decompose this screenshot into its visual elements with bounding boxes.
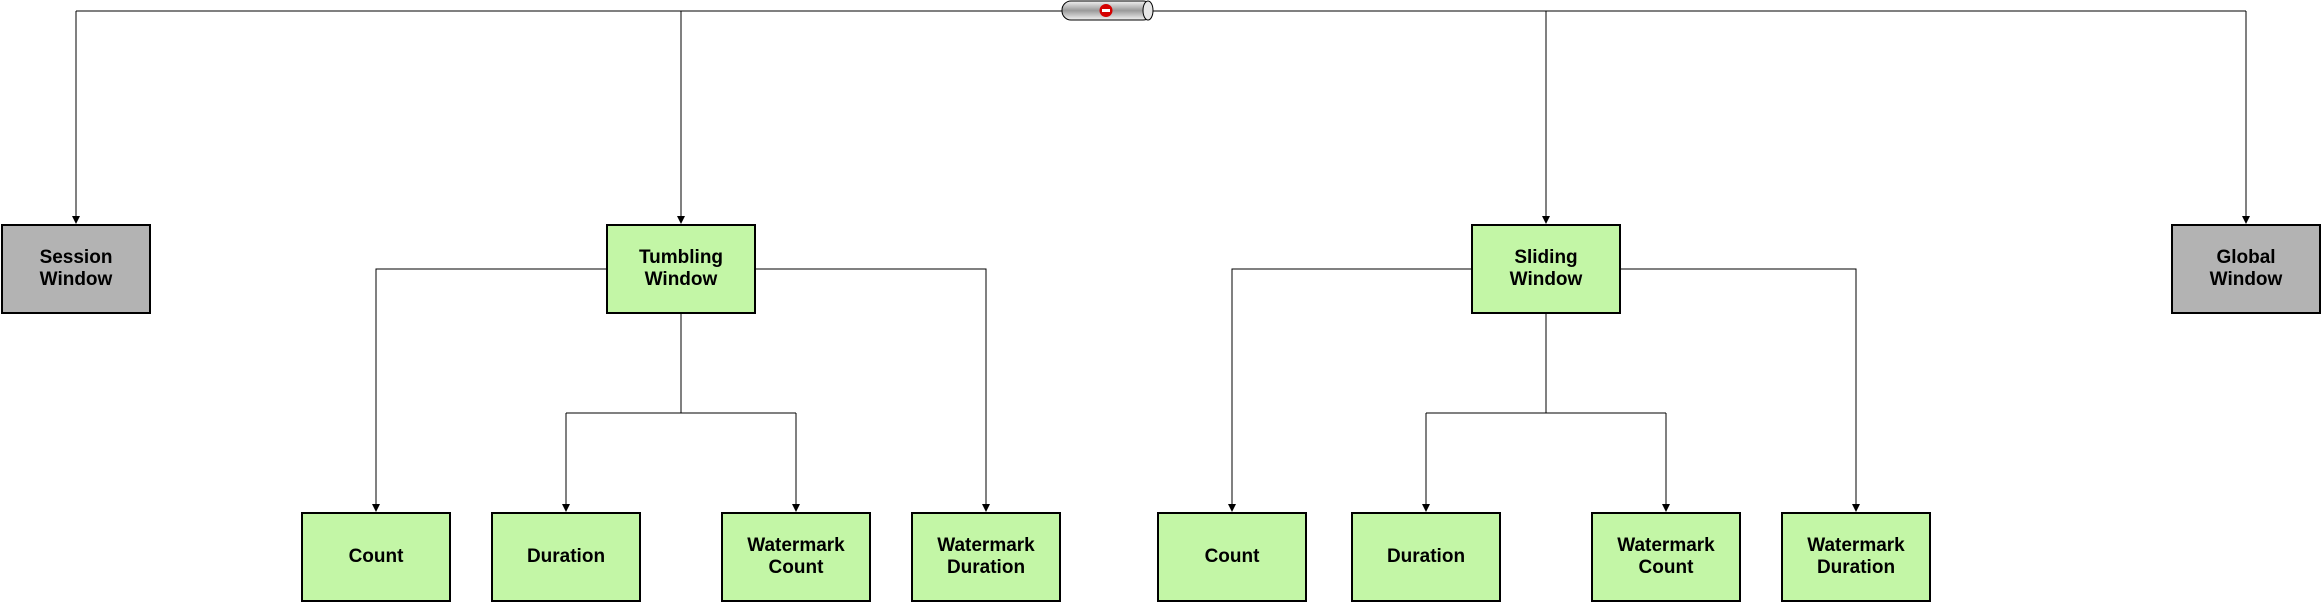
edge-tumbling-watermark-duration bbox=[756, 268, 990, 512]
tumbling-watermark-count-node[interactable]: Watermark Count bbox=[721, 512, 871, 602]
tumbling-duration-node[interactable]: Duration bbox=[491, 512, 641, 602]
root-cylinder-node[interactable] bbox=[1061, 0, 1154, 21]
sliding-watermark-duration-node[interactable]: Watermark Duration bbox=[1781, 512, 1931, 602]
edge-tumbling-count bbox=[372, 268, 606, 512]
sliding-window-node[interactable]: Sliding Window bbox=[1471, 224, 1621, 314]
edge-sliding-watermark-duration bbox=[1621, 268, 1860, 512]
tumbling-window-node[interactable]: Tumbling Window bbox=[606, 224, 756, 314]
sliding-watermark-count-node[interactable]: Watermark Count bbox=[1591, 512, 1741, 602]
sliding-duration-node[interactable]: Duration bbox=[1351, 512, 1501, 602]
session-window-node[interactable]: Session Window bbox=[1, 224, 151, 314]
tumbling-count-node[interactable]: Count bbox=[301, 512, 451, 602]
no-entry-icon bbox=[1099, 4, 1113, 17]
sliding-count-node[interactable]: Count bbox=[1157, 512, 1307, 602]
tumbling-watermark-duration-node[interactable]: Watermark Duration bbox=[911, 512, 1061, 602]
global-window-node[interactable]: Global Window bbox=[2171, 224, 2321, 314]
edge-sliding-count bbox=[1228, 268, 1471, 512]
